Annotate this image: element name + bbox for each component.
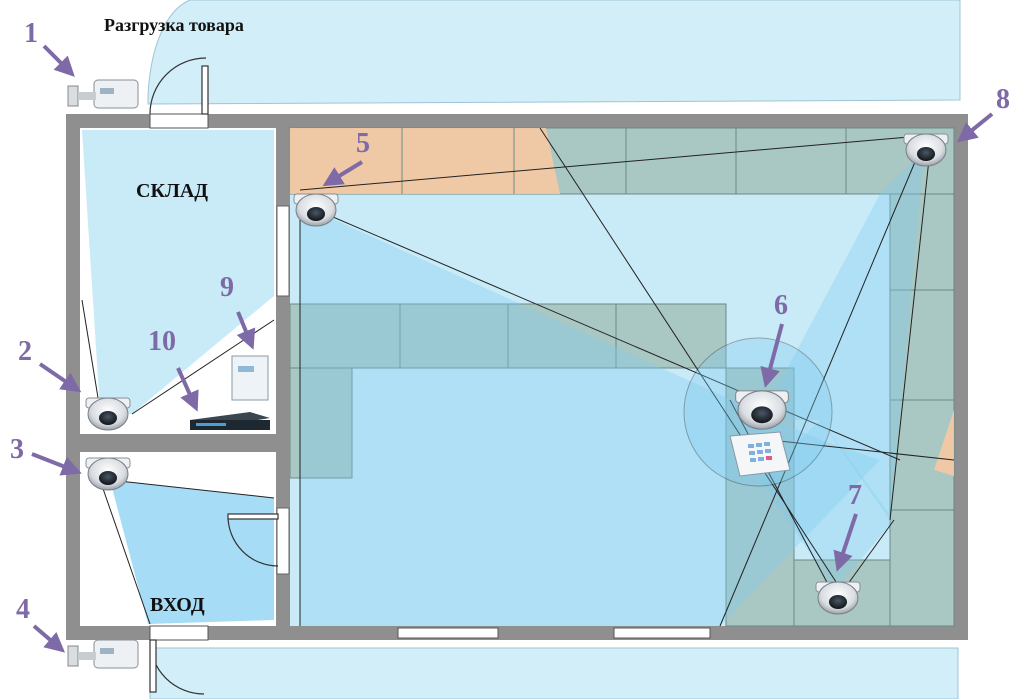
unloading-label: Разгрузка товара [104, 15, 244, 35]
camera-number-2: 2 [18, 336, 32, 367]
entrance-label: ВХОД [150, 594, 205, 616]
equipment-number-9: 9 [220, 272, 234, 303]
entrance-outside-zone [149, 647, 959, 699]
dome-camera-icon [293, 193, 339, 227]
power-supply-box [231, 355, 269, 401]
cash-register-icon [729, 431, 791, 477]
camera-1 [67, 79, 139, 109]
camera-4 [67, 639, 139, 669]
video-recorder [190, 412, 270, 430]
equipment-number-10: 10 [148, 326, 176, 357]
camera-2 [85, 397, 131, 431]
dome-camera-icon [903, 133, 949, 167]
camera-8 [903, 133, 949, 167]
camera-number-5: 5 [356, 128, 370, 159]
number-markers: 1 2 3 4 5 6 7 8 9 10 [10, 18, 1010, 653]
camera-number-4: 4 [16, 594, 30, 625]
camera-5 [293, 193, 339, 227]
dome-camera-icon [85, 397, 131, 431]
dome-camera-icon [85, 457, 131, 491]
top-door-swing [149, 57, 207, 115]
dome-camera-icon [815, 581, 861, 615]
dome-camera-icon [734, 390, 790, 430]
partitions [80, 113, 711, 641]
warehouse-label: СКЛАД [136, 180, 208, 202]
camera-3 [85, 457, 131, 491]
camera-number-6: 6 [774, 290, 788, 321]
unloading-zone [147, 0, 961, 105]
camera-6 [734, 390, 790, 430]
camera-number-3: 3 [10, 434, 24, 465]
blind-zones [290, 128, 954, 476]
camera-7 [815, 581, 861, 615]
camera-number-7: 7 [848, 480, 862, 511]
bullet-camera-icon [67, 639, 139, 669]
camera-number-1: 1 [24, 18, 38, 49]
exterior-zones [147, 0, 961, 699]
bullet-camera-icon [67, 79, 139, 109]
sales-hall [290, 128, 954, 626]
camera-number-8: 8 [996, 84, 1010, 115]
inner-door-swing [227, 515, 279, 567]
doors [149, 57, 279, 695]
